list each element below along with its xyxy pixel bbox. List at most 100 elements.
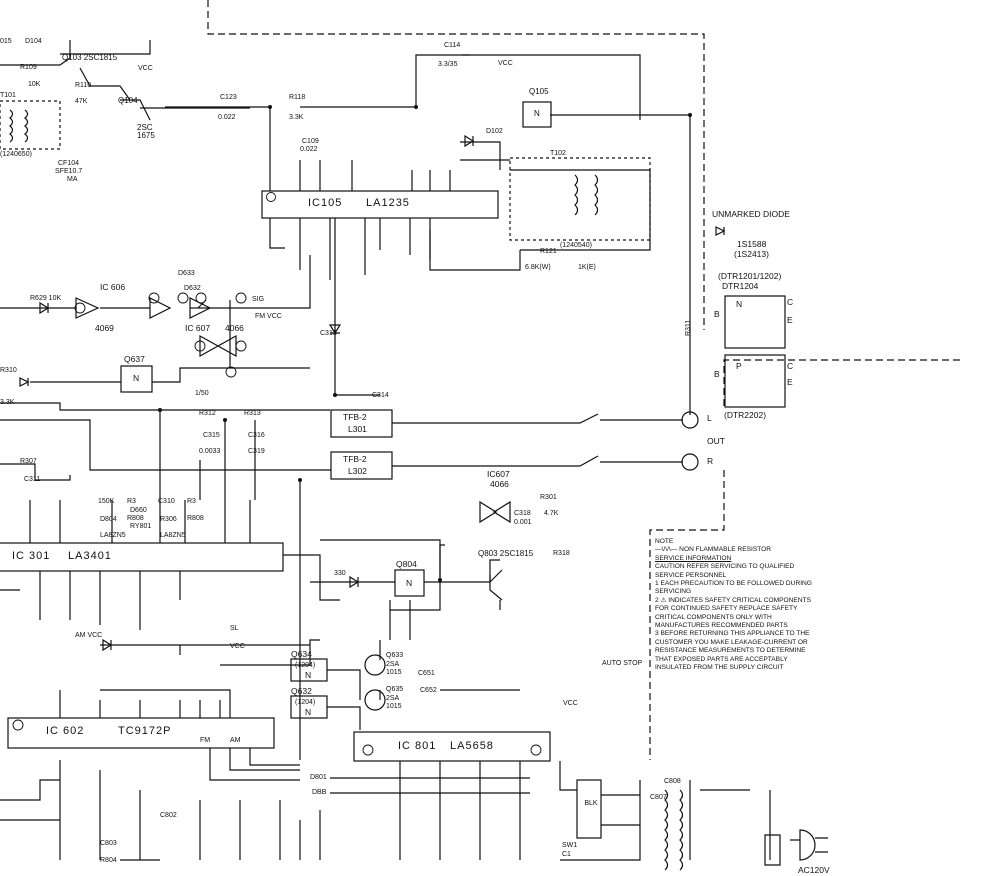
- r310-value: C316: [248, 432, 265, 439]
- q632-n: N: [305, 707, 312, 717]
- c311-e: RY801: [130, 523, 152, 530]
- c109-label: C109: [302, 138, 319, 145]
- c114-value: 3.3/35: [438, 61, 458, 68]
- dtr-n-pin-c: C: [787, 297, 794, 307]
- dtr-n-pin-e: E: [787, 315, 793, 325]
- q635-label: Q635: [386, 686, 404, 693]
- r307-label: R306: [160, 516, 177, 523]
- r311-label: C319: [248, 448, 265, 455]
- t102-part: (1240540): [560, 242, 592, 249]
- t-1-602-label: C808: [664, 778, 681, 785]
- l302-type: TFB-2: [343, 454, 367, 464]
- r811-value: C652: [420, 687, 437, 694]
- r626-label: SIG: [252, 296, 265, 303]
- ic602-ref: IC 602: [46, 725, 85, 737]
- d102-label: D102: [486, 128, 503, 135]
- diode-part: 1S1588: [737, 239, 767, 249]
- dtr-p-pin-c: C: [787, 361, 794, 371]
- dtr-p-body: [724, 354, 786, 408]
- r118-label: R118: [289, 94, 306, 101]
- d633-label: R310: [0, 367, 17, 374]
- cf104-ma: MA: [67, 176, 78, 183]
- r314-label: R301: [540, 494, 557, 501]
- c312-value: R3: [187, 498, 196, 505]
- r121-label: R121: [540, 248, 557, 255]
- d660-label: 330: [334, 570, 346, 577]
- q804-body: [394, 569, 425, 597]
- ic105-ref: IC105: [308, 197, 343, 209]
- service-note: NOTE —\/\/\— NON FLAMMABLE RESISTOR SERV…: [655, 538, 823, 673]
- q637-label: Q637: [124, 354, 145, 364]
- q803-label: Q803 2SC1815: [478, 549, 534, 558]
- shield-boundary: [207, 0, 705, 330]
- c313-value: C315: [203, 432, 220, 439]
- d654-label: R629 10K: [30, 295, 62, 302]
- d658-label: VCC: [230, 643, 245, 650]
- q633-label: Q633: [386, 652, 404, 659]
- q105-n: N: [534, 109, 540, 118]
- cf104-part: SFE10.7: [55, 168, 83, 175]
- r307-value: LA8ZN5: [160, 532, 186, 539]
- r110-label: R110: [75, 82, 92, 89]
- vcc-top-label: VCC: [138, 65, 153, 72]
- c123-value: 0.022: [218, 114, 236, 121]
- wht-label: C807: [650, 794, 667, 801]
- c312-e-value: R808: [187, 515, 204, 522]
- c123-label: C123: [220, 94, 237, 101]
- ic801-part: LA5658: [450, 740, 494, 752]
- d632-label: 3.3K: [0, 399, 15, 406]
- r118-value: 3.3K: [289, 114, 304, 121]
- vcc-bottom-label: D801: [310, 774, 327, 781]
- note-item-3: 3 BEFORE RETURNING THIS APPLIANCE TO THE…: [655, 630, 810, 672]
- l301-ref: L301: [348, 424, 367, 434]
- l301-type: TFB-2: [343, 412, 367, 422]
- c311-label: 150K: [98, 498, 115, 505]
- dtr-p-type: P: [736, 361, 742, 371]
- q103-label: Q103 2SC1815: [62, 53, 118, 62]
- c312-label: C310: [158, 498, 175, 505]
- diode-alt: (1S2413): [734, 249, 769, 259]
- ry801-label: R318: [553, 550, 570, 557]
- c314-label: 0.0033: [199, 448, 221, 455]
- vcc-q105-label: VCC: [498, 60, 513, 67]
- dtr-p-title: (DTR2202): [724, 410, 767, 420]
- dtr-n-body: [724, 295, 786, 349]
- t102-label: T102: [550, 150, 566, 157]
- ac120v-label: AC120V: [798, 865, 830, 875]
- t101-part: (1240650): [0, 151, 32, 158]
- out-left-label: L: [707, 413, 712, 423]
- l302-ref: L302: [348, 466, 367, 476]
- out-label: OUT: [707, 436, 725, 446]
- t101-label: T101: [0, 92, 16, 99]
- note-item-1: 1 EACH PRECAUTION TO BE FOLLOWED DURING …: [655, 580, 812, 596]
- r310-label: R313: [244, 410, 261, 417]
- ic607b-ref: IC607: [487, 469, 510, 479]
- d104-label: D104: [25, 38, 42, 45]
- r619-value: R804: [100, 857, 117, 864]
- q634-label: Q634: [291, 649, 312, 659]
- q633-part: 2SA 1015: [386, 661, 402, 676]
- q804-n: N: [406, 578, 413, 588]
- r627-value: D632: [184, 285, 201, 292]
- dtr-n-type: N: [736, 299, 743, 309]
- ic606-ref: IC 606: [100, 282, 126, 292]
- q634-part: (1204): [295, 662, 316, 669]
- ic602-part: TC9172P: [118, 725, 172, 737]
- dtr-p-pin-b: B: [714, 369, 720, 379]
- ic602-am: AM: [230, 737, 241, 744]
- vcc-mid-label: VCC: [563, 700, 578, 707]
- q632-label: Q632: [291, 686, 312, 696]
- sl-label: AUTO STOP: [602, 660, 643, 667]
- sig-label: C314: [372, 392, 389, 399]
- t101-shield: [0, 100, 61, 150]
- out-right-label: R: [707, 456, 714, 466]
- r109-label: R109: [20, 64, 37, 71]
- r619-label: C803: [100, 840, 117, 847]
- srifmz-label: SW1: [562, 842, 578, 849]
- fm-vcc-label: R311: [685, 319, 692, 336]
- ic607b-part: 4066: [490, 479, 509, 489]
- r314-value: 4.7K: [544, 510, 559, 517]
- vt-label: DBB: [312, 789, 327, 796]
- ic606-symbol: [75, 297, 100, 319]
